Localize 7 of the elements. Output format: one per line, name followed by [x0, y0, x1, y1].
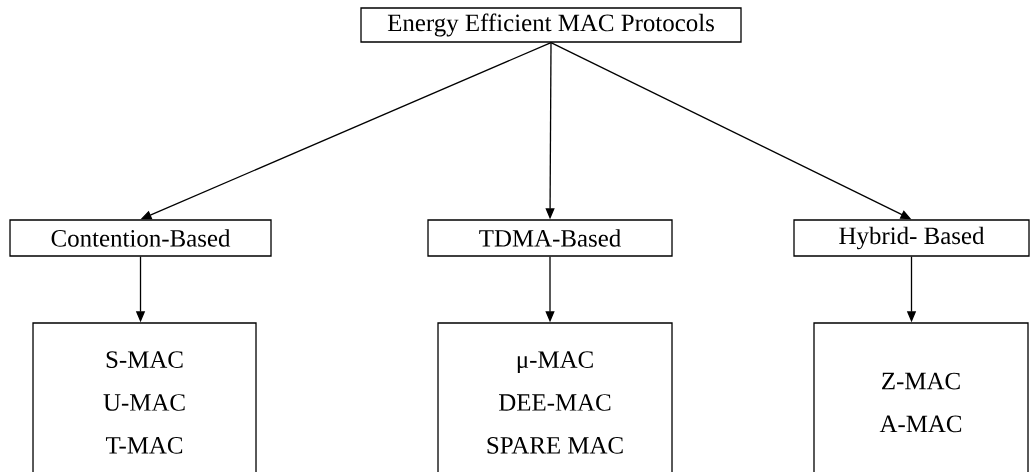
protocol-list-box: Z-MAC A-MAC — [813, 322, 1029, 472]
category-box: TDMA-Based — [427, 219, 673, 257]
protocol-list-box: S-MAC U-MAC T-MAC — [32, 322, 257, 472]
category-box: Contention-Based — [9, 219, 272, 257]
category-box: Hybrid- Based — [793, 219, 1030, 257]
title-box: Energy Efficient MAC Protocols — [360, 7, 742, 43]
protocol-list-box: μ-MAC DEE-MAC SPARE MAC — [437, 322, 673, 472]
